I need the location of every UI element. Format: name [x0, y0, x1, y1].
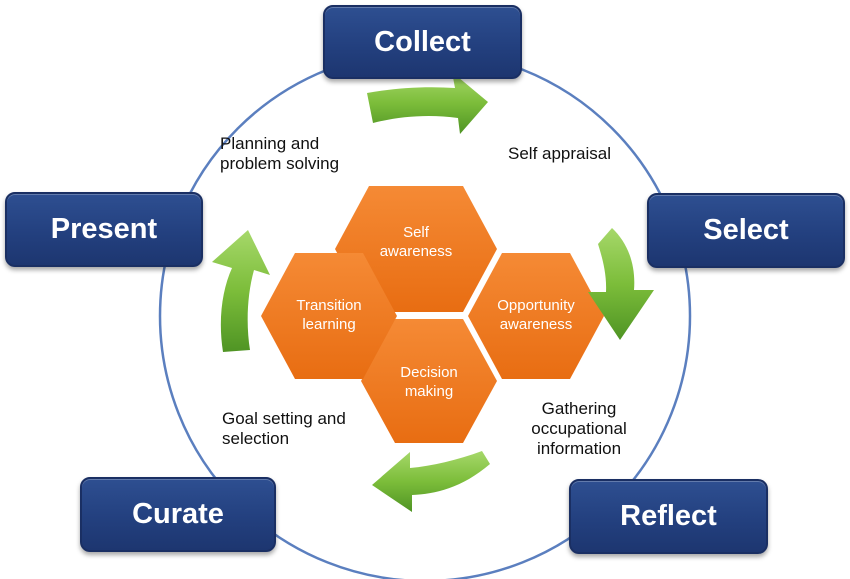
stage-curate: Curate	[80, 477, 276, 552]
stage-select: Select	[647, 193, 845, 268]
hexagon-label-self-awareness: Self awareness	[379, 224, 453, 260]
hexagon-decision-making	[361, 319, 497, 443]
hexagon-label-decision-making: Decision making	[400, 364, 458, 400]
caption-planning: Planning and problem solving	[220, 134, 340, 173]
stage-present: Present	[5, 192, 203, 267]
stage-collect: Collect	[323, 5, 522, 79]
arrow-collect-to-select	[367, 72, 488, 134]
hexagon-label-transition-learning: Transition learning	[296, 297, 362, 333]
caption-gathering: Gathering occupational information	[531, 399, 627, 458]
arrow-select-to-reflect	[588, 228, 654, 340]
caption-self-appraisal: Self appraisal	[508, 144, 612, 163]
arrow-reflect-to-curate	[372, 451, 490, 512]
hexagon-transition-learning	[261, 253, 397, 379]
hexagon-label-opportunity-awareness: Opportunity awareness	[497, 297, 575, 333]
stage-reflect: Reflect	[569, 479, 768, 554]
arrow-curate-to-present	[212, 230, 270, 352]
caption-goal-setting: Goal setting and selection	[222, 409, 346, 448]
hexagon-opportunity-awareness	[468, 253, 604, 379]
